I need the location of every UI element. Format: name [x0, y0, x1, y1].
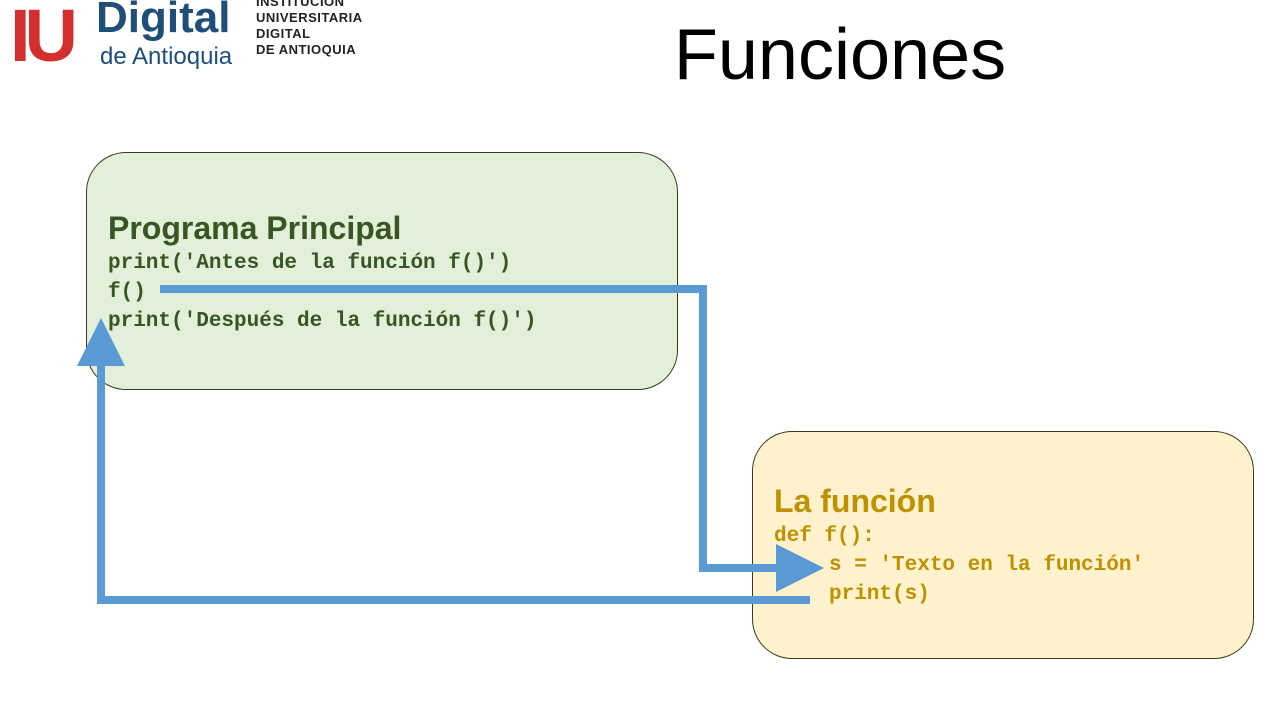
- main-code-line-1: print('Antes de la función f()'): [108, 252, 512, 275]
- logo-mark: IU: [10, 0, 78, 77]
- iu-digital-logo: IU Digital de Antioquia INSTITUCIÓN UNIV…: [10, 0, 390, 77]
- logo-institution-text: INSTITUCIÓN UNIVERSITARIA DIGITAL DE ANT…: [256, 0, 363, 58]
- logo-institution-line: DE ANTIOQUIA: [256, 42, 357, 57]
- logo-institution-line: DIGITAL: [256, 26, 311, 41]
- function-code-line-1: def f():: [774, 525, 875, 548]
- logo-institution-line: INSTITUCIÓN: [256, 0, 345, 9]
- main-code-line-2: f(): [108, 281, 146, 304]
- logo-brand: Digital: [96, 0, 231, 42]
- function-heading: La función: [774, 483, 936, 519]
- call-arrow: [160, 285, 824, 592]
- page-title: Funciones: [673, 15, 1007, 95]
- function-code-line-3: print(s): [829, 583, 930, 606]
- function-code-line-2: s = 'Texto en la función': [829, 554, 1145, 577]
- logo-brand-sub: de Antioquia: [100, 43, 233, 70]
- function-box: La función def f(): s = 'Texto en la fun…: [752, 431, 1254, 659]
- return-arrow: [77, 318, 810, 604]
- main-code-line-3: print('Después de la función f()'): [108, 310, 537, 333]
- logo-institution-line: UNIVERSITARIA: [256, 10, 363, 25]
- main-program-box: Programa Principal print('Antes de la fu…: [86, 152, 678, 390]
- main-program-heading: Programa Principal: [108, 210, 402, 246]
